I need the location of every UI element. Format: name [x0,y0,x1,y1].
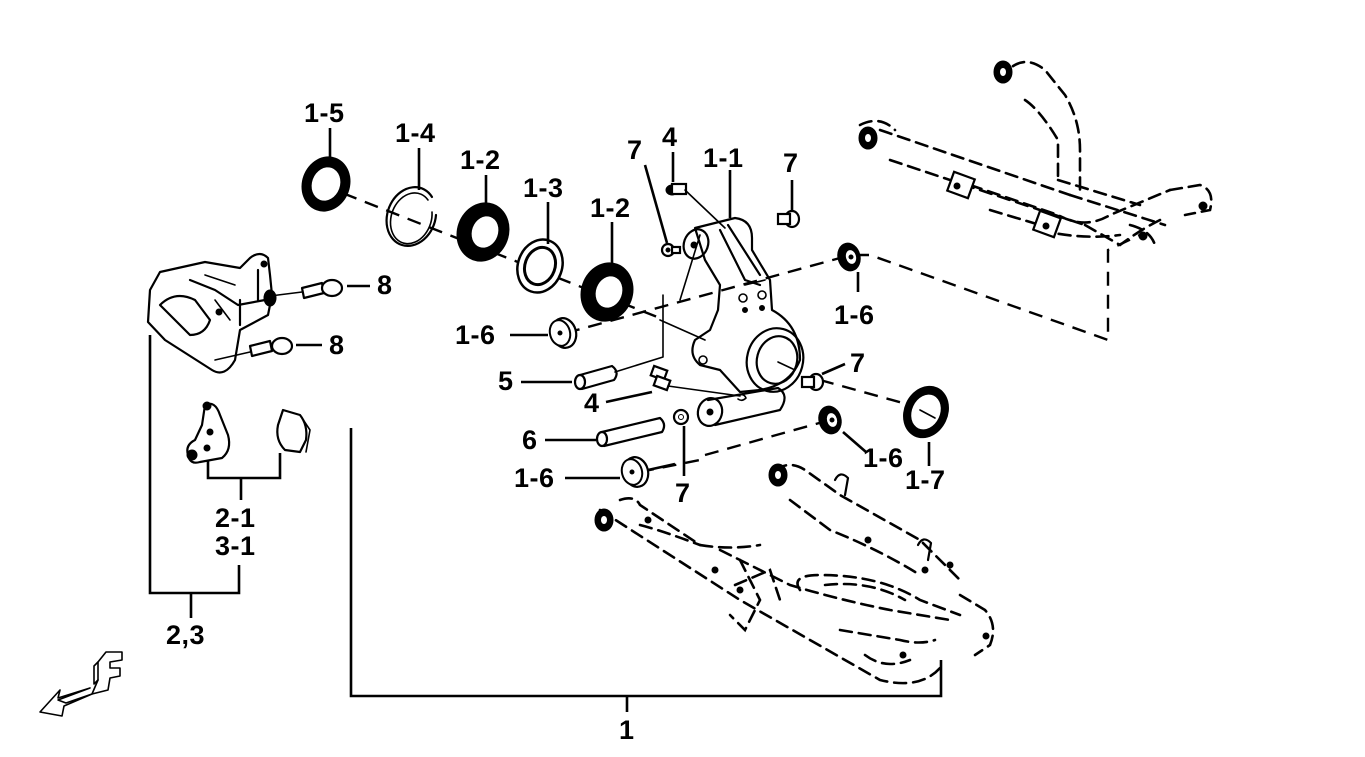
dust-cap-1-6-bottom [620,456,650,488]
bracket-pads [206,453,282,500]
lower-arm-bushings [594,463,990,659]
leader-4b [605,390,653,404]
callout-4-b: 4 [584,388,600,418]
callout-2-1: 2-1 [215,503,256,533]
callout-4-a: 4 [662,122,678,152]
callout-3-1: 3-1 [215,531,256,561]
bolt-7-top-right [776,209,801,229]
grease-nipple-4-top [665,182,726,229]
callout-1-7: 1-7 [905,465,946,495]
circlip-1-4 [385,186,438,247]
callout-1-1: 1-1 [703,143,744,173]
callout-1-5: 1-5 [304,98,345,128]
oil-seal-1-5 [301,156,351,212]
callout-1-3: 1-3 [523,173,564,203]
pin-6 [595,416,666,448]
callout-8-a: 8 [377,270,393,300]
front-direction-arrow-icon [39,651,123,717]
grease-nipple-4-bottom [649,364,741,397]
callout-1-2-a: 1-2 [460,145,501,175]
callout-1-4: 1-4 [395,118,436,148]
pin-5 [573,294,664,391]
callout-2-3: 2,3 [166,620,206,650]
bearing-1-2-outer [456,202,510,262]
knuckle-1-1 [659,216,805,427]
caliper-bolt-8-bottom [214,336,294,361]
brake-pad-right [276,408,311,454]
axis-line-lower [565,256,841,335]
bearing-1-2-inner [580,262,634,322]
brake-caliper [146,252,277,374]
dust-cap-1-6-right [818,405,842,435]
leader-7d-axis [647,462,676,472]
brake-pad-left [186,401,231,464]
callout-1-6-d: 1-6 [514,463,555,493]
dust-cap-1-6-top [837,242,861,272]
callout-7-b: 7 [783,148,799,178]
caliper-bolt-8-top [269,278,344,300]
axis-line-right [819,378,911,407]
callout-8-b: 8 [329,330,345,360]
seal-1-3 [516,238,564,294]
upper-arm-dashed-outline [858,60,1213,247]
dust-cap-1-6-left [548,317,578,349]
leader-7a [643,164,669,244]
nut-7-left [660,242,682,258]
washer-7-bottom [672,408,690,426]
bolt-7-mid-right [800,372,825,392]
callout-5: 5 [498,366,514,396]
callout-7-d: 7 [675,478,691,508]
callout-1-2-b: 1-2 [590,193,631,223]
callout-1-6-b: 1-6 [455,320,496,350]
callout-6: 6 [522,425,538,455]
callout-1-6-c: 1-6 [863,443,904,473]
callout-7-c: 7 [850,348,866,378]
bracket-2-3 [148,335,241,618]
lower-arm-dashed-outline [598,463,995,685]
callout-1: 1 [619,715,635,745]
upper-arm-bushings [858,60,1208,241]
callout-7-a: 7 [627,135,643,165]
front-indicator-letter: F [104,652,117,672]
leader-1-6c [842,431,867,453]
callout-1-6-a: 1-6 [834,300,875,330]
leader-upper-arm [855,233,1141,342]
leader-7c [821,362,846,376]
bracket-item-1 [349,428,943,712]
oil-seal-1-7 [903,385,949,439]
